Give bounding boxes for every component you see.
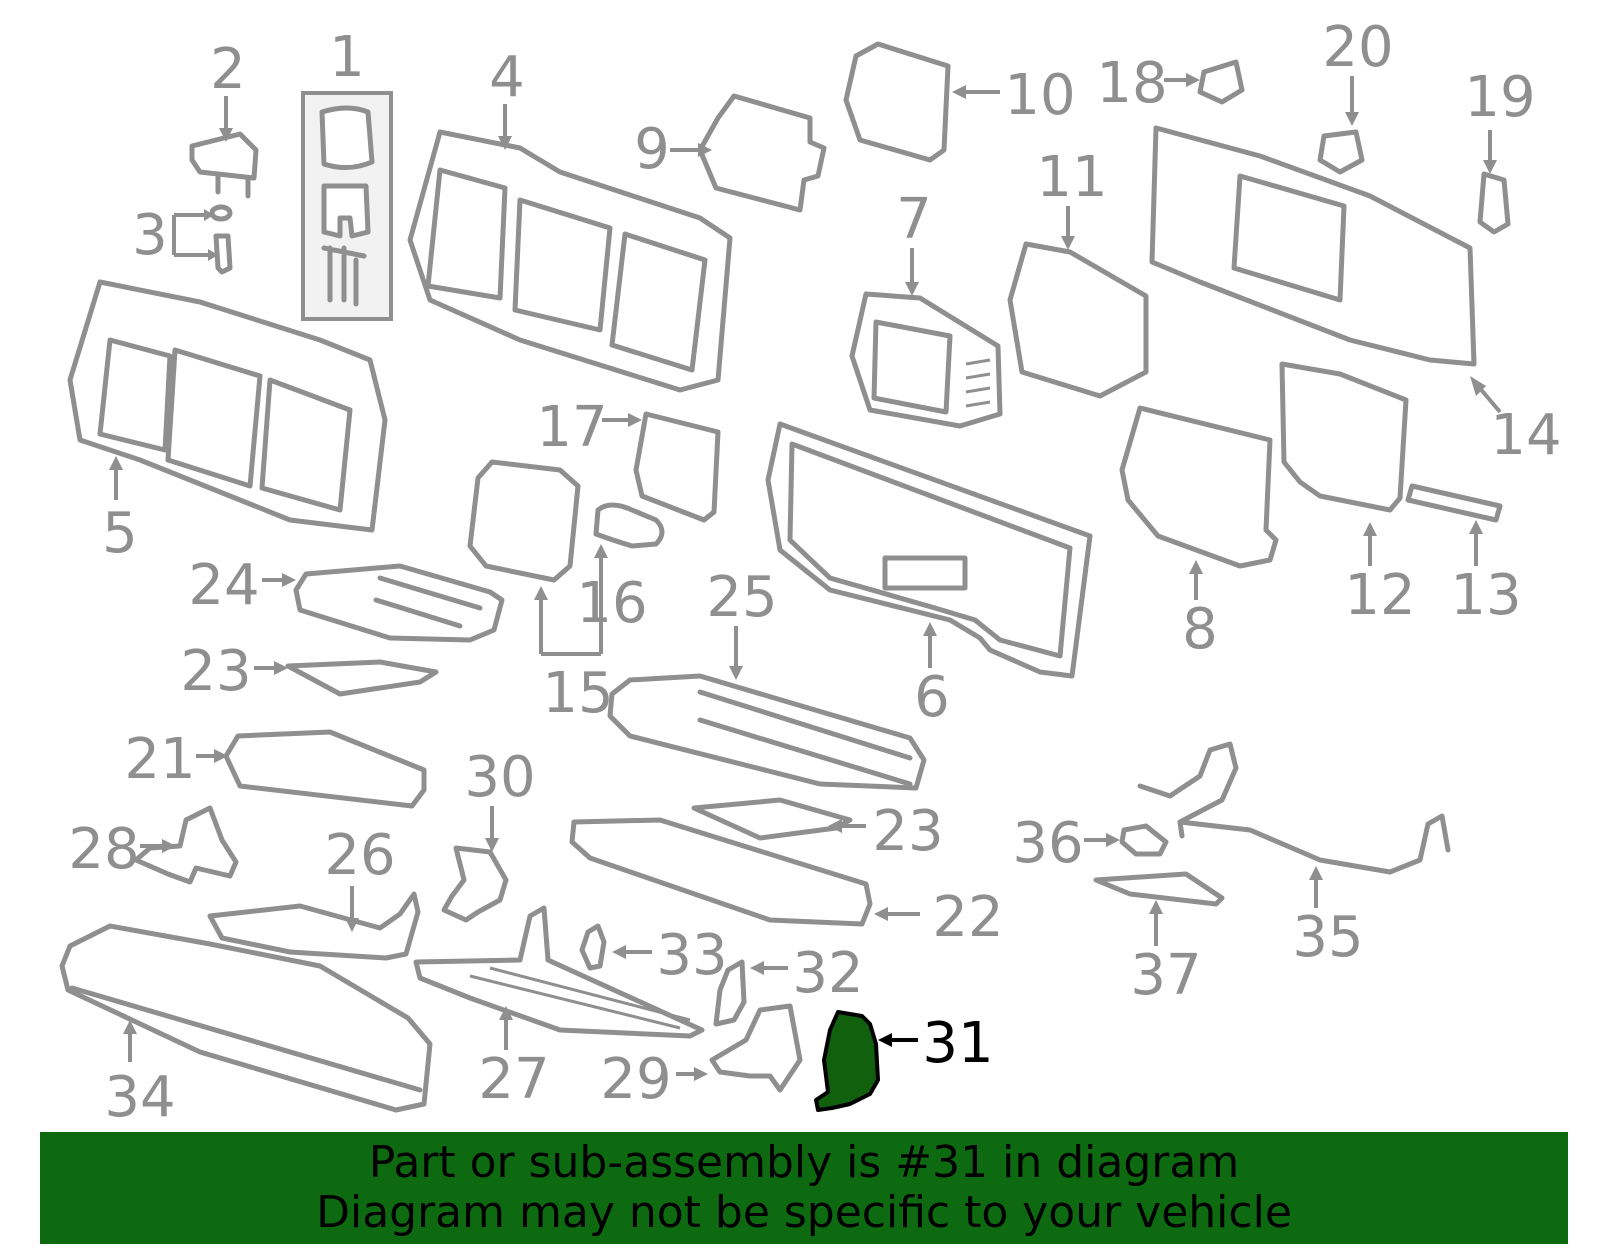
part-24-cushion[interactable] (293, 563, 505, 643)
callout-9: 9 (634, 117, 670, 182)
part-27-spring-grid[interactable] (413, 905, 705, 1039)
callout-24: 24 (188, 553, 259, 618)
part-32-bracket[interactable] (713, 959, 747, 1027)
callout-37: 37 (1130, 943, 1201, 1008)
part-21-cushion-pad[interactable] (223, 729, 427, 809)
part-10-cover-panel[interactable] (843, 41, 951, 163)
callout-18: 18 (1096, 51, 1167, 116)
part-31-highlighted[interactable] (814, 1010, 880, 1112)
part-23-plate-left[interactable] (285, 659, 439, 697)
callout-28: 28 (68, 817, 139, 882)
callout-32: 32 (792, 941, 863, 1006)
callout-23a: 23 (180, 639, 251, 704)
part-2-headrest[interactable] (189, 131, 259, 199)
part-20-hinge[interactable] (1317, 129, 1365, 175)
callout-34: 34 (104, 1065, 175, 1130)
callout-8: 8 (1182, 597, 1218, 662)
part-22-seat-pan[interactable] (569, 817, 873, 927)
callout-17: 17 (536, 395, 607, 460)
callout-36: 36 (1012, 811, 1083, 876)
part-23-plate-right[interactable] (691, 797, 853, 841)
part-4-seatback-frame[interactable] (407, 129, 733, 393)
callout-13: 13 (1450, 563, 1521, 628)
callout-7: 7 (896, 187, 932, 252)
callout-14: 14 (1490, 403, 1561, 468)
callout-22: 22 (932, 885, 1003, 950)
part-13-pad[interactable] (1405, 483, 1503, 523)
part-17-bracket[interactable] (633, 411, 721, 523)
callout-16: 16 (576, 571, 647, 636)
part-14-rear-panel[interactable] (1149, 125, 1477, 367)
callout-23b: 23 (872, 799, 943, 864)
part-16-cupholder[interactable] (593, 502, 665, 549)
part-12-panel[interactable] (1279, 361, 1409, 513)
callout-33: 33 (656, 923, 727, 988)
part-35-wire-harness[interactable] (1137, 741, 1451, 875)
callout-2: 2 (210, 37, 246, 102)
banner-line-1: Part or sub-assembly is #31 in diagram (368, 1137, 1240, 1188)
callout-15: 15 (542, 661, 613, 726)
callout-11: 11 (1036, 145, 1107, 210)
part-9-cover-panel[interactable] (697, 93, 827, 213)
callout-5: 5 (102, 501, 138, 566)
part-18-hinge[interactable] (1197, 59, 1245, 105)
part-5-seatback-cushion[interactable] (67, 279, 388, 533)
part-11-insulator[interactable] (1007, 241, 1149, 399)
part-3-bolt[interactable] (209, 204, 233, 275)
part-37-shield[interactable] (1093, 871, 1225, 907)
callout-10: 10 (1004, 63, 1075, 128)
part-8-back-board[interactable] (1119, 405, 1279, 569)
part-1-headrest-kit[interactable] (301, 91, 393, 321)
callout-12: 12 (1344, 563, 1415, 628)
callout-29: 29 (600, 1047, 671, 1112)
callout-3: 3 (132, 203, 168, 268)
part-7-armrest-housing[interactable] (849, 291, 1003, 429)
callout-26: 26 (324, 823, 395, 888)
part-6-seatback-panel[interactable] (765, 421, 1093, 679)
callout-35: 35 (1292, 905, 1363, 970)
callout-4: 4 (489, 45, 525, 110)
part-30-bracket[interactable] (441, 845, 509, 923)
banner-line-2: Diagram may not be specific to your vehi… (316, 1187, 1292, 1238)
part-29-bracket[interactable] (709, 1003, 803, 1093)
callout-6: 6 (914, 665, 950, 730)
part-19-hinge[interactable] (1477, 171, 1511, 235)
callout-31: 31 (922, 1011, 993, 1076)
part-34-lower-panel[interactable] (59, 923, 433, 1113)
callout-25: 25 (706, 565, 777, 630)
callout-20: 20 (1322, 15, 1393, 80)
part-36-module[interactable] (1119, 823, 1169, 857)
callout-30: 30 (464, 745, 535, 810)
info-banner: Part or sub-assembly is #31 in diagram D… (40, 1132, 1568, 1244)
part-25-long-cushion[interactable] (607, 673, 927, 791)
part-33-clip[interactable] (579, 923, 607, 971)
part-15-armrest-pad[interactable] (467, 459, 581, 583)
callout-27: 27 (478, 1047, 549, 1112)
callout-19: 19 (1464, 65, 1535, 130)
callout-1: 1 (329, 25, 365, 90)
callout-21: 21 (124, 727, 195, 792)
